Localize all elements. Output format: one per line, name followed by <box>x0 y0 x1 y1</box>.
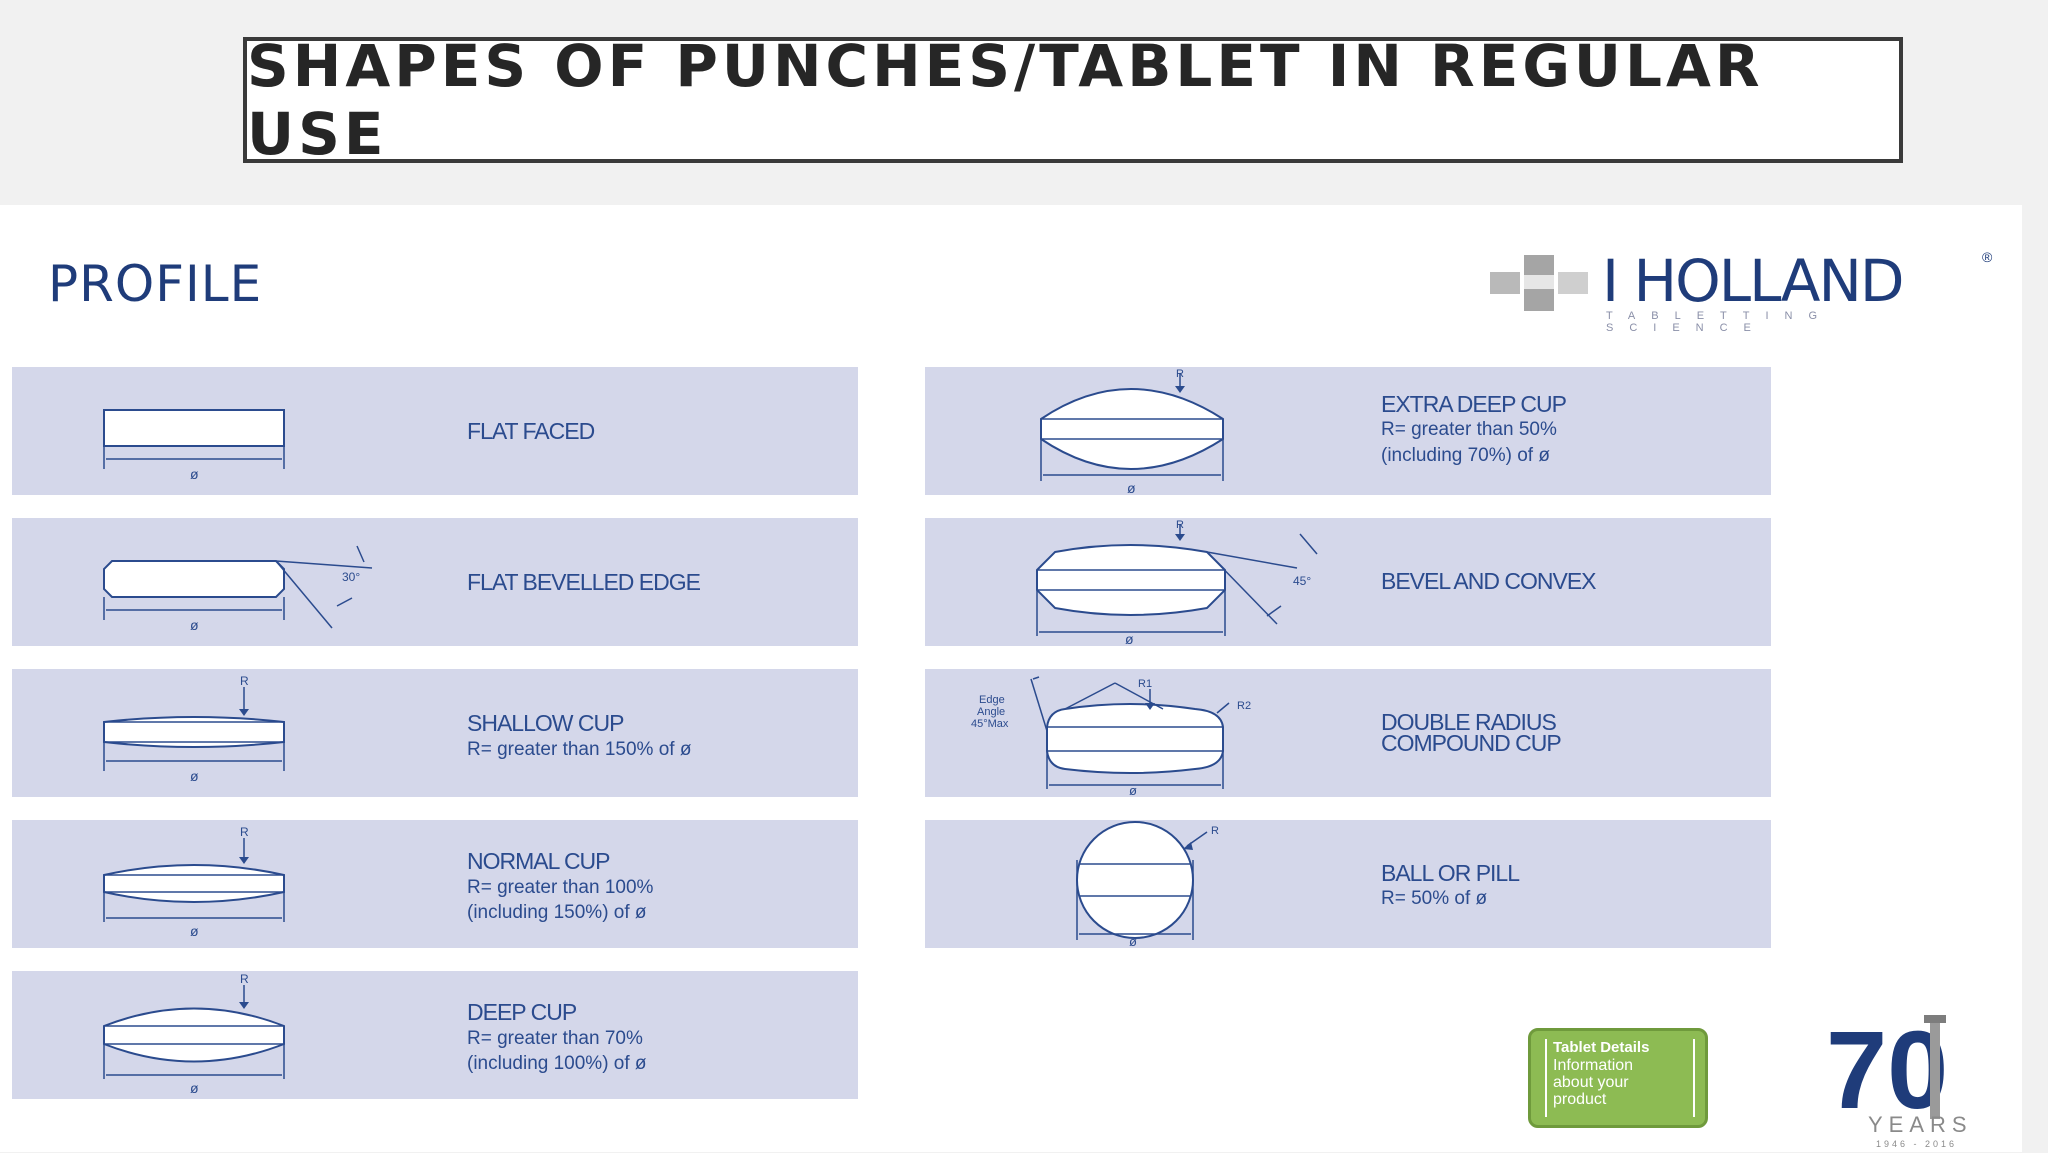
shape-card-double-radius-compound-cup: R1 R2 Edge Angle 45°Max ø DOUBLE RADIUS … <box>925 669 1771 797</box>
deep-cup-diagram: R ø <box>103 972 285 1096</box>
diameter-symbol: ø <box>190 923 199 939</box>
angle-label: 45° <box>1293 574 1311 588</box>
anniversary-word: YEARS <box>1868 1112 1973 1137</box>
radius-label: R <box>1176 519 1184 531</box>
normal-cup-diagram: R ø <box>103 825 285 939</box>
angle-label: 30° <box>342 570 360 584</box>
page-title: SHAPES OF PUNCHES/TABLET IN REGULAR USE <box>247 32 1764 168</box>
shape-label: FLAT FACED <box>467 418 595 444</box>
flat-bevelled-edge-diagram: ø 30° <box>103 545 373 633</box>
edge-angle-label: Edge <box>979 694 1005 706</box>
shape-card-bevel-and-convex: R 45° ø BEVEL AND CONVEX <box>925 518 1771 646</box>
badge-line: product <box>1553 1091 1607 1108</box>
extra-deep-cup-diagram: R ø <box>1040 368 1224 495</box>
shape-card-ball-or-pill: R ø BALL OR PILL R= 50% of ø <box>925 820 1771 948</box>
holland-logo-registered: ® <box>1982 249 1993 265</box>
shape-card-normal-cup: R ø NORMAL CUP R= greater than 100% (inc… <box>12 820 858 948</box>
holland-logo-name: I HOLLAND <box>1602 247 1904 315</box>
anniversary-range: 1946 - 2016 <box>1876 1139 1957 1149</box>
shape-label: DOUBLE RADIUS <box>1381 709 1557 735</box>
radius-label: R <box>240 972 249 986</box>
70-years-emblem: 70 YEARS 1946 - 2016 <box>1826 1013 1973 1149</box>
profile-slide: PROFILE I HOLLAND ® TABLETTING SCIENCE ø… <box>0 205 2022 1152</box>
badge-line: about your <box>1553 1074 1629 1091</box>
holland-logo-mark-icon <box>1490 255 1588 311</box>
shape-label: DEEP CUP <box>467 999 577 1025</box>
r2-label: R2 <box>1237 700 1251 712</box>
bevel-and-convex-diagram: R 45° ø <box>1036 519 1318 646</box>
shape-note-line: (including 150%) of ø <box>467 902 647 923</box>
shape-label: BEVEL AND CONVEX <box>1381 568 1597 594</box>
shape-note-line: R= greater than 50% <box>1381 419 1557 440</box>
profile-heading: PROFILE <box>48 255 263 313</box>
shape-card-extra-deep-cup: R ø EXTRA DEEP CUP R= greater than 50% (… <box>925 367 1771 495</box>
shallow-cup-diagram: R ø <box>103 674 285 784</box>
diameter-symbol: ø <box>190 466 199 482</box>
shape-card-flat-bevelled-edge: ø 30° FLAT BEVELLED EDGE <box>12 518 858 646</box>
shape-note-line: R= greater than 150% of ø <box>467 739 692 760</box>
diameter-symbol: ø <box>1125 631 1134 646</box>
shape-note-line: (including 100%) of ø <box>467 1053 647 1074</box>
diameter-symbol: ø <box>1129 934 1137 948</box>
shape-label-line2: COMPOUND CUP <box>1381 730 1562 756</box>
radius-label: R <box>240 825 249 839</box>
shape-note-line: R= greater than 70% <box>467 1028 643 1049</box>
shape-label: NORMAL CUP <box>467 848 610 874</box>
holland-logo: I HOLLAND ® TABLETTING SCIENCE <box>1490 247 2000 334</box>
shape-card-deep-cup: R ø DEEP CUP R= greater than 70% (includ… <box>12 971 858 1099</box>
diameter-symbol: ø <box>190 1080 199 1096</box>
shape-label: EXTRA DEEP CUP <box>1381 391 1567 417</box>
diameter-symbol: ø <box>190 617 199 633</box>
shape-note-line: R= greater than 100% <box>467 877 654 898</box>
ball-or-pill-diagram: R ø <box>1076 821 1219 948</box>
shape-note-line: R= 50% of ø <box>1381 888 1488 909</box>
shape-label: BALL OR PILL <box>1381 860 1520 886</box>
diameter-symbol: ø <box>1127 480 1136 495</box>
badge-title: Tablet Details <box>1553 1039 1650 1056</box>
edge-angle-label: 45°Max <box>971 718 1009 730</box>
shape-card-flat-faced: ø FLAT FACED <box>12 367 858 495</box>
radius-label: R <box>240 674 249 688</box>
badge-line: Information <box>1553 1057 1634 1074</box>
holland-logo-tagline: TABLETTING SCIENCE <box>1606 310 1834 334</box>
edge-angle-label: Angle <box>977 706 1005 718</box>
shape-note-line: (including 70%) of ø <box>1381 445 1550 466</box>
flat-faced-diagram: ø <box>103 409 285 482</box>
diameter-symbol: ø <box>1129 783 1137 797</box>
double-radius-compound-cup-diagram: R1 R2 Edge Angle 45°Max ø <box>971 676 1251 797</box>
shape-label: SHALLOW CUP <box>467 710 624 736</box>
shape-label: FLAT BEVELLED EDGE <box>467 569 701 595</box>
diameter-symbol: ø <box>190 768 199 784</box>
r1-label: R1 <box>1138 678 1152 690</box>
shape-card-shallow-cup: R ø SHALLOW CUP R= greater than 150% of … <box>12 669 858 797</box>
anniversary-number: 70 <box>1826 1013 1948 1132</box>
radius-label: R <box>1176 368 1184 380</box>
title-box: SHAPES OF PUNCHES/TABLET IN REGULAR USE <box>243 32 1903 168</box>
radius-label: R <box>1211 825 1219 837</box>
tablet-details-badge[interactable]: Tablet Details Information about your pr… <box>1528 1028 1708 1128</box>
